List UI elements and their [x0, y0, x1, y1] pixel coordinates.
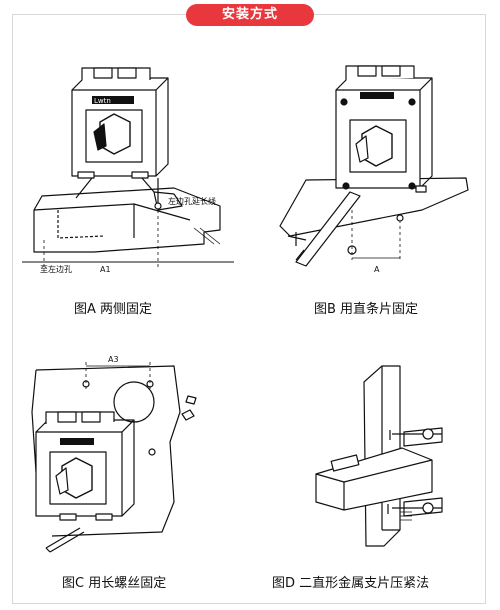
- figure-a-label-dim: A1: [100, 265, 111, 274]
- figure-a-caption: 图A 两侧固定: [74, 302, 153, 317]
- figure-c-label-dim: A3: [108, 355, 119, 364]
- section-title-badge: 安装方式: [186, 4, 314, 26]
- figure-a-label-hole-line: 左边孔延长线: [168, 196, 216, 206]
- figure-d-diagram: [315, 365, 443, 547]
- figure-a-label-to-hole: 至左边孔: [40, 264, 72, 274]
- figure-b-caption: 图B 用直条片固定: [314, 302, 419, 317]
- figure-a-diagram: Lwtn 左边孔延长线 至左边孔 A1: [22, 67, 234, 274]
- figure-b-diagram: A: [279, 65, 469, 274]
- figure-c-caption: 图C 用长螺丝固定: [62, 576, 167, 591]
- figure-a-brand: Lwtn: [94, 97, 111, 105]
- figure-b-label-dim: A: [374, 265, 380, 274]
- figure-d-caption: 图D 二直形金属支片压紧法: [272, 576, 430, 591]
- figure-c-diagram: A3: [31, 355, 197, 553]
